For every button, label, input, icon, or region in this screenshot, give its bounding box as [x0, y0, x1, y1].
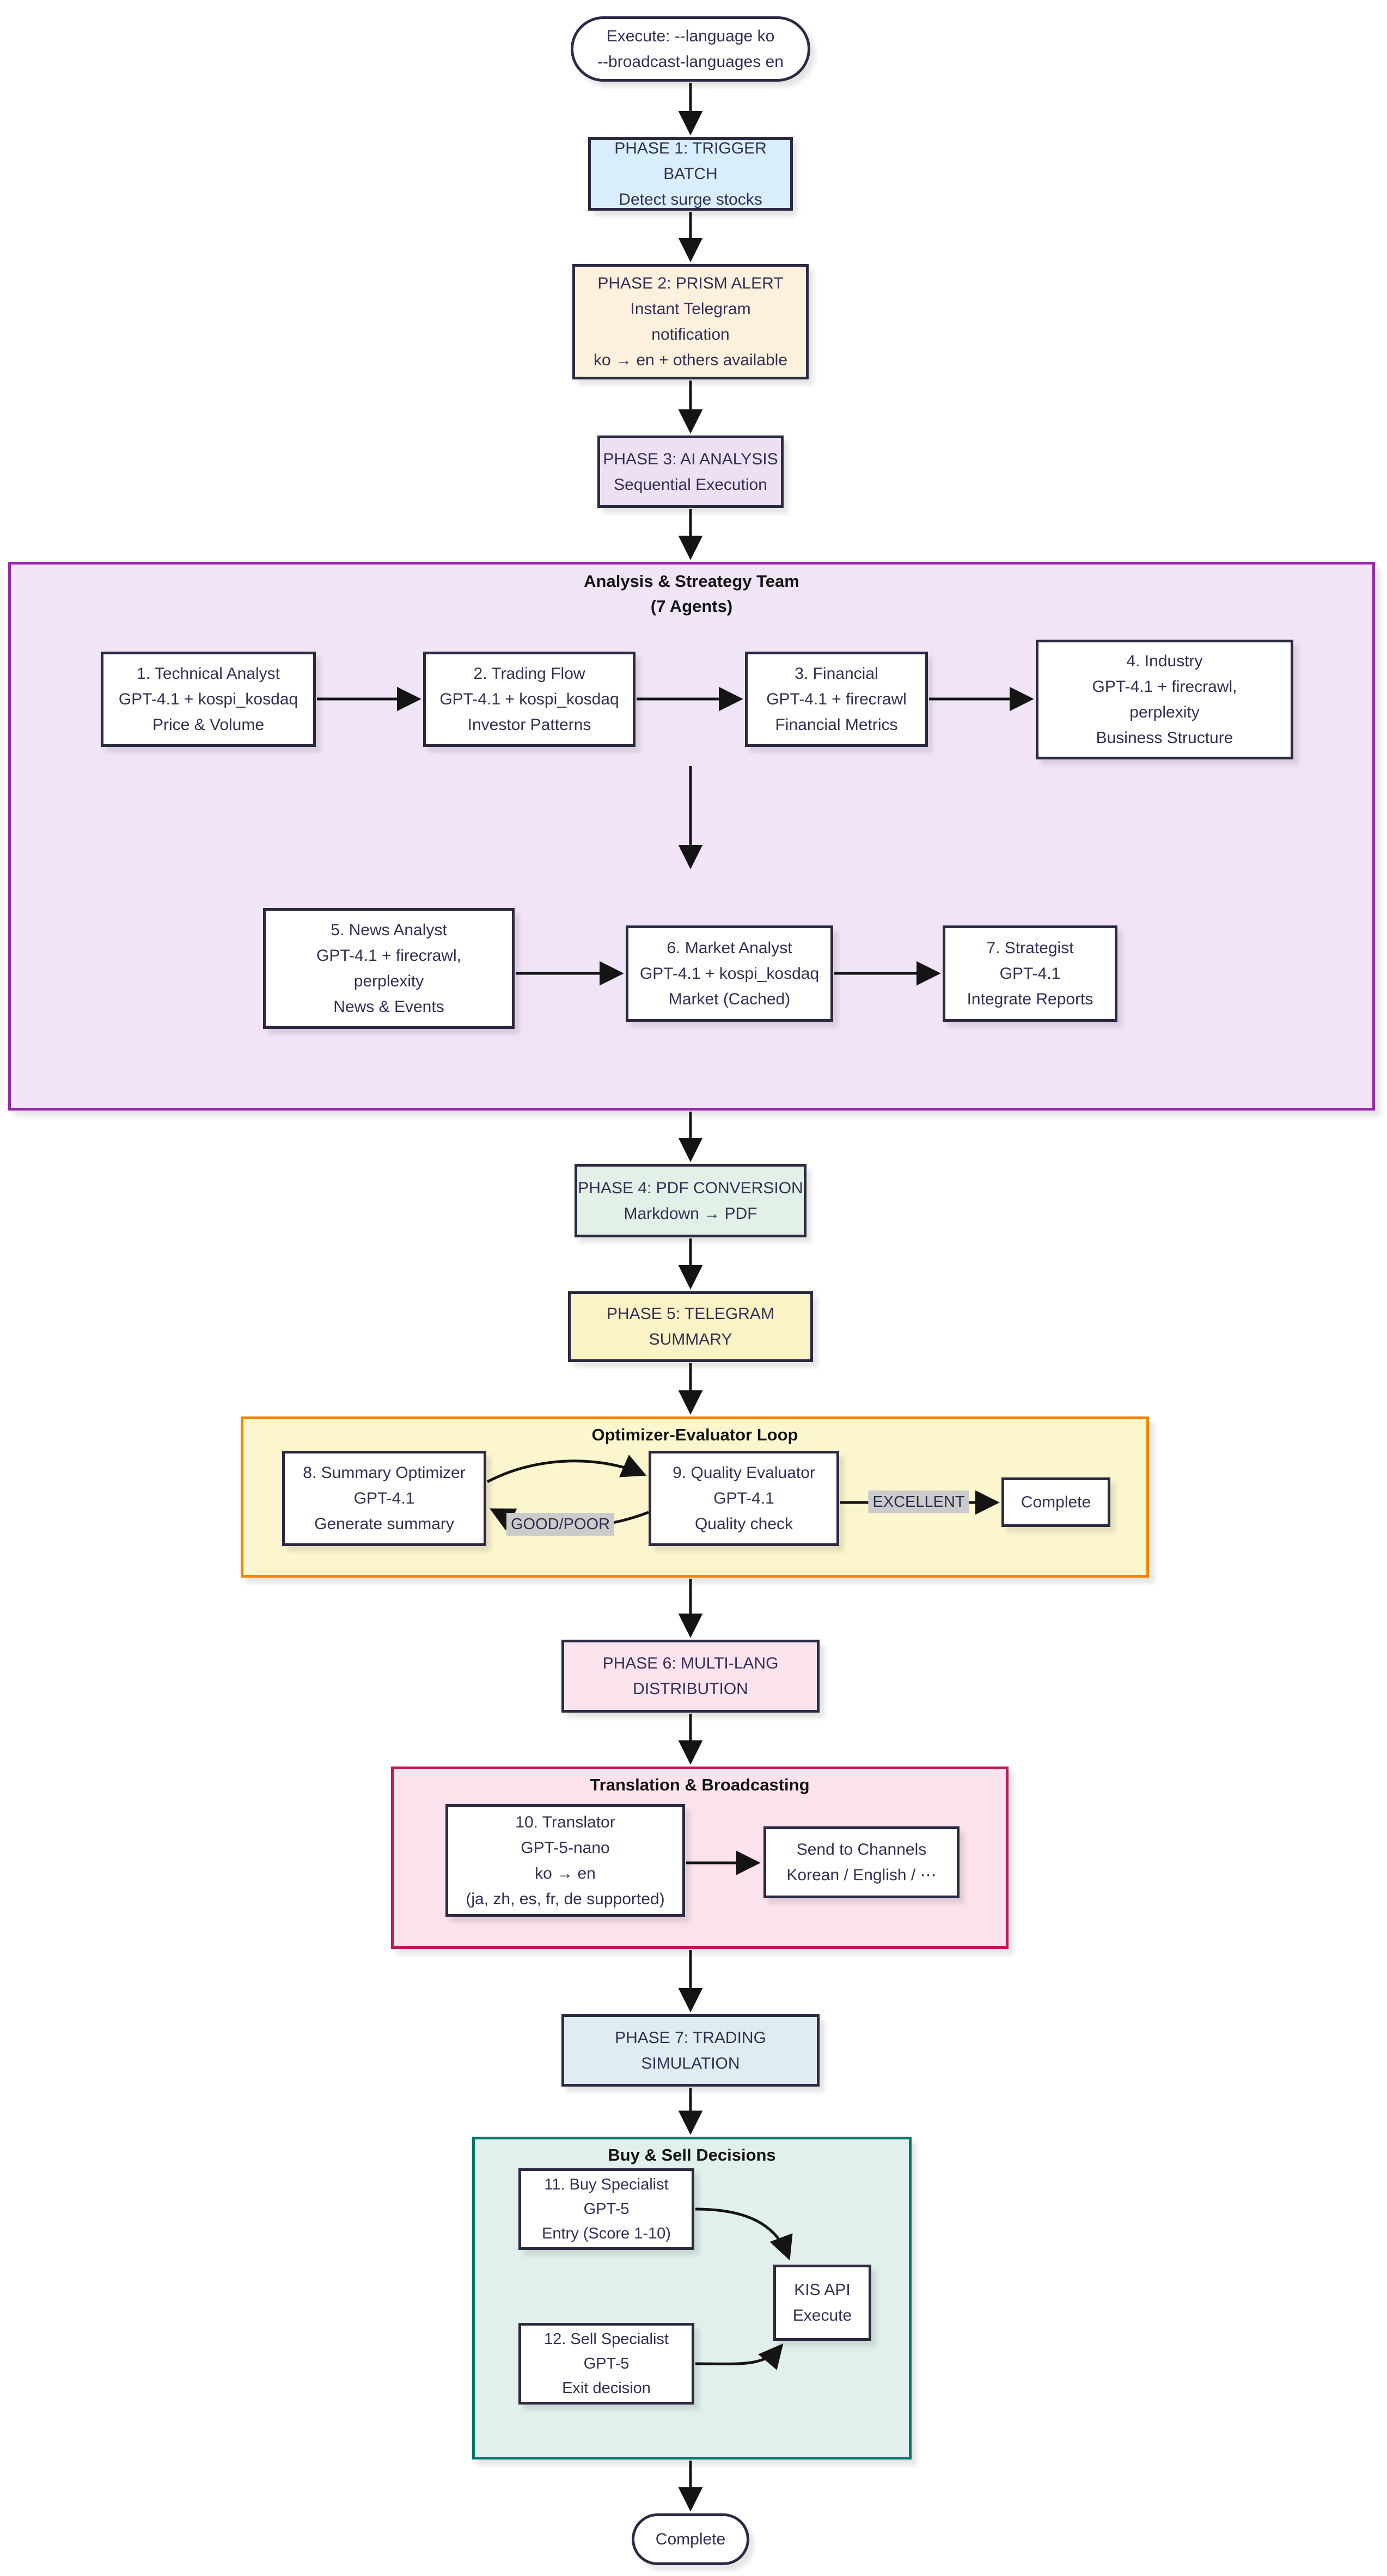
subgraph-buysell-title: Buy & Sell Decisions: [608, 2145, 776, 2164]
agent-1-line: 1. Technical Analyst: [137, 665, 280, 683]
start-node-line: Execute: --language ko: [606, 27, 775, 45]
agent-9-line: 9. Quality Evaluator: [673, 1464, 815, 1482]
agent-5-line: perplexity: [353, 972, 424, 990]
agent-4-line: perplexity: [1129, 703, 1200, 721]
phase-3-line: Sequential Execution: [614, 475, 767, 494]
phase-5-node: PHASE 5: TELEGRAM SUMMARY: [568, 1291, 813, 1362]
agent-5-news-analyst-node: 5. News Analyst GPT-4.1 + firecrawl, per…: [263, 908, 515, 1029]
phase-7-line: PHASE 7: TRADING: [615, 2028, 766, 2047]
phase-2-line: Instant Telegram: [630, 300, 751, 318]
loop-complete-node: Complete: [1001, 1477, 1110, 1527]
agent-11-line: Entry (Score 1-10): [542, 2224, 671, 2242]
agent-4-line: Business Structure: [1096, 729, 1233, 747]
subgraph-analysis-title-line2: (7 Agents): [650, 597, 733, 616]
agent-1-line: Price & Volume: [152, 716, 265, 734]
phase-6-node: PHASE 6: MULTI-LANG DISTRIBUTION: [561, 1640, 820, 1713]
phase-1-line: PHASE 1: TRIGGER BATCH: [614, 139, 767, 183]
phase-4-line: PHASE 4: PDF CONVERSION: [578, 1179, 803, 1197]
phase-4-node: PHASE 4: PDF CONVERSION Markdown → PDF: [575, 1164, 806, 1237]
agent-5-line: News & Events: [333, 998, 444, 1016]
kis-api-line: Execute: [792, 2307, 852, 2324]
start-node: Execute: --language ko --broadcast-langu…: [571, 16, 810, 82]
agent-7-line: Integrate Reports: [967, 990, 1093, 1008]
agent-11-buy-specialist-node: 11. Buy Specialist GPT-5 Entry (Score 1-…: [518, 2168, 694, 2250]
phase-3-line: PHASE 3: AI ANALYSIS: [603, 450, 778, 468]
agent-3-line: Financial Metrics: [775, 716, 898, 734]
agent-4-line: 4. Industry: [1126, 652, 1203, 670]
phase-6-line: DISTRIBUTION: [633, 1680, 748, 1698]
agent-8-summary-optimizer-node: 8. Summary Optimizer GPT-4.1 Generate su…: [282, 1451, 486, 1546]
agent-6-line: 6. Market Analyst: [667, 939, 792, 957]
phase-5-line: SUMMARY: [649, 1330, 732, 1348]
agent-2-line: Investor Patterns: [467, 716, 591, 734]
agent-3-line: GPT-4.1 + firecrawl: [766, 690, 907, 708]
agent-5-line: GPT-4.1 + firecrawl,: [316, 947, 461, 965]
phase-2-node: PHASE 2: PRISM ALERT Instant Telegram no…: [572, 264, 809, 379]
phase-2-line: ko → en + others available: [593, 351, 788, 369]
agent-12-line: GPT-5: [583, 2354, 630, 2372]
agent-7-line: 7. Strategist: [986, 939, 1074, 957]
agent-4-line: GPT-4.1 + firecrawl,: [1092, 678, 1237, 696]
subgraph-translation-title: Translation & Broadcasting: [590, 1775, 810, 1794]
agent-5-line: 5. News Analyst: [331, 921, 447, 939]
send-to-channels-line: Korean / English / ⋯: [786, 1866, 937, 1884]
agent-6-market-analyst-node: 6. Market Analyst GPT-4.1 + kospi_kosdaq…: [626, 925, 833, 1022]
agent-8-line: 8. Summary Optimizer: [303, 1464, 466, 1482]
agent-9-line: GPT-4.1: [713, 1489, 774, 1507]
edge-label-excellent: EXCELLENT: [868, 1491, 969, 1513]
agent-10-line: ko → en: [535, 1864, 596, 1882]
agent-7-line: GPT-4.1: [999, 965, 1061, 983]
agent-1-line: GPT-4.1 + kospi_kosdaq: [118, 690, 298, 708]
agent-10-line: GPT-5-nano: [521, 1838, 610, 1857]
agent-9-line: Quality check: [694, 1515, 793, 1533]
send-to-channels-node: Send to Channels Korean / English / ⋯: [763, 1826, 960, 1898]
agent-2-line: 2. Trading Flow: [473, 665, 585, 683]
end-complete-line: Complete: [655, 2530, 726, 2548]
send-to-channels-line: Send to Channels: [796, 1841, 927, 1859]
agent-10-line: (ja, zh, es, fr, de supported): [466, 1890, 665, 1908]
agent-12-line: Exit decision: [562, 2379, 651, 2397]
agent-4-industry-node: 4. Industry GPT-4.1 + firecrawl, perplex…: [1036, 640, 1293, 759]
kis-api-line: KIS API: [794, 2281, 851, 2299]
phase-5-line: PHASE 5: TELEGRAM: [607, 1305, 774, 1323]
phase-6-line: PHASE 6: MULTI-LANG: [602, 1654, 779, 1672]
agent-10-line: 10. Translator: [515, 1813, 615, 1831]
agent-12-line: 12. Sell Specialist: [544, 2330, 669, 2348]
agent-7-strategist-node: 7. Strategist GPT-4.1 Integrate Reports: [943, 925, 1117, 1022]
subgraph-optimizer-title: Optimizer-Evaluator Loop: [591, 1425, 798, 1444]
agent-10-translator-node: 10. Translator GPT-5-nano ko → en (ja, z…: [445, 1804, 685, 1917]
agent-11-line: 11. Buy Specialist: [544, 2175, 669, 2193]
agent-2-line: GPT-4.1 + kospi_kosdaq: [439, 690, 619, 708]
phase-1-line: Detect surge stocks: [619, 191, 762, 208]
agent-12-sell-specialist-node: 12. Sell Specialist GPT-5 Exit decision: [518, 2323, 694, 2405]
edge-label-good-poor: GOOD/POOR: [506, 1513, 615, 1536]
subgraph-analysis-title-line1: Analysis & Streategy Team: [584, 572, 799, 591]
end-complete-node: Complete: [632, 2513, 749, 2565]
agent-8-line: GPT-4.1: [353, 1489, 415, 1507]
agent-6-line: GPT-4.1 + kospi_kosdaq: [639, 965, 820, 983]
agent-3-line: 3. Financial: [795, 665, 878, 683]
agent-9-quality-evaluator-node: 9. Quality Evaluator GPT-4.1 Quality che…: [649, 1451, 839, 1546]
phase-7-line: SIMULATION: [641, 2054, 740, 2072]
agent-3-financial-node: 3. Financial GPT-4.1 + firecrawl Financi…: [745, 652, 928, 747]
loop-complete-line: Complete: [1021, 1493, 1091, 1511]
agent-1-technical-analyst-node: 1. Technical Analyst GPT-4.1 + kospi_kos…: [101, 652, 316, 747]
agent-6-line: Market (Cached): [668, 990, 791, 1008]
agent-2-trading-flow-node: 2. Trading Flow GPT-4.1 + kospi_kosdaq I…: [423, 652, 636, 747]
phase-7-node: PHASE 7: TRADING SIMULATION: [561, 2014, 820, 2087]
phase-2-line: PHASE 2: PRISM ALERT: [597, 274, 784, 292]
agent-11-line: GPT-5: [583, 2200, 630, 2218]
phase-3-node: PHASE 3: AI ANALYSIS Sequential Executio…: [597, 436, 784, 508]
start-node-line: --broadcast-languages en: [597, 53, 784, 71]
kis-api-execute-node: KIS API Execute: [773, 2265, 871, 2341]
phase-4-line: Markdown → PDF: [624, 1204, 757, 1223]
agent-8-line: Generate summary: [314, 1515, 454, 1533]
phase-2-line: notification: [651, 326, 730, 344]
phase-1-node: PHASE 1: TRIGGER BATCH Detect surge stoc…: [588, 137, 793, 211]
